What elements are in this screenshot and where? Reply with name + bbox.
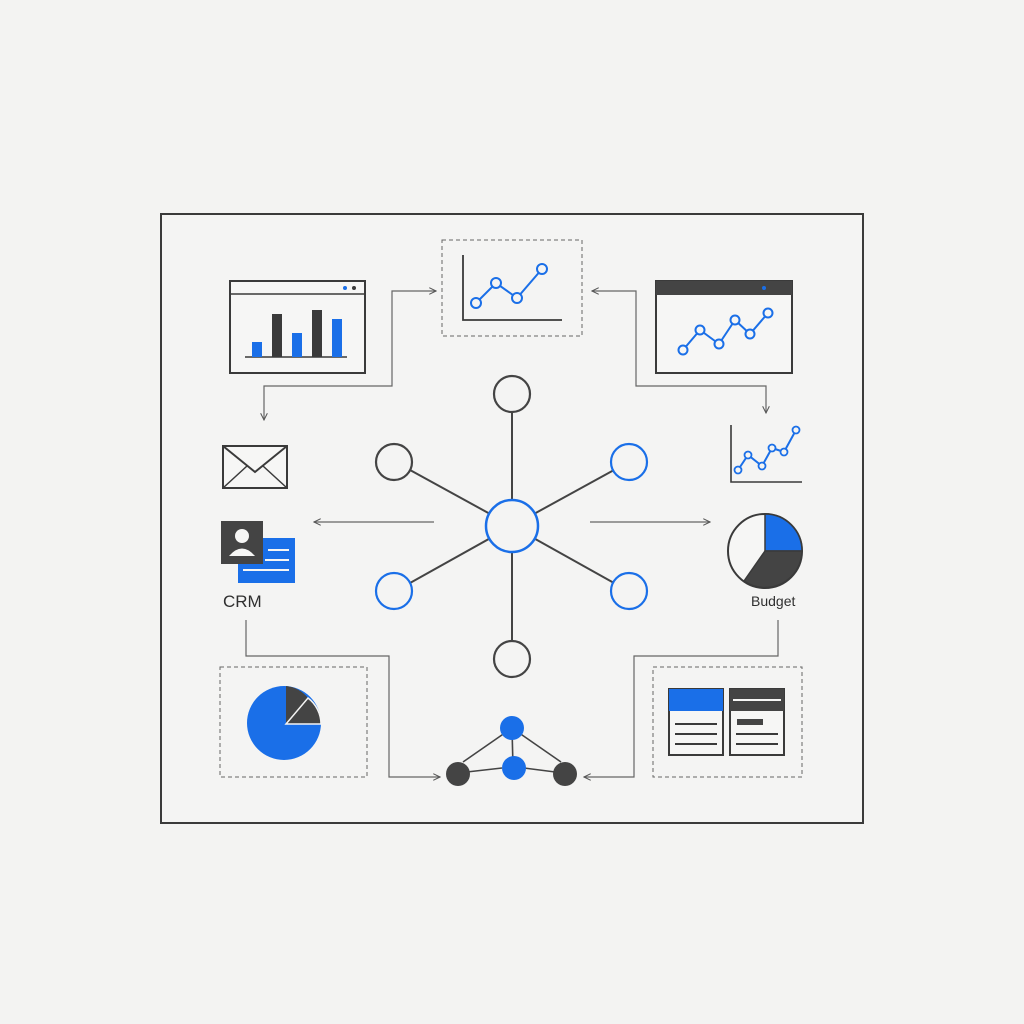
line-chart-icon-right <box>730 425 802 483</box>
hub-node-center <box>484 498 540 554</box>
hub-node-upper-left <box>374 442 414 482</box>
connector-bottom-right <box>584 620 779 777</box>
line-chart-icon-top <box>441 239 583 337</box>
envelope-icon <box>222 445 288 489</box>
bar-chart-window-icon <box>229 280 366 374</box>
network-cluster-icon <box>446 716 577 786</box>
connectors <box>245 291 779 777</box>
hub-node-upper-right <box>609 442 649 482</box>
hub-network-icon <box>374 374 649 679</box>
connector-top-left-to-center <box>391 291 436 372</box>
hub-node-lower-right <box>609 571 649 611</box>
pie-chart-icon-bottom <box>219 666 368 778</box>
hub-node-bottom <box>492 639 532 679</box>
pie-chart-icon-budget <box>727 513 803 589</box>
hub-node-lower-left <box>374 571 414 611</box>
line-chart-window-icon <box>655 280 793 374</box>
crm-contact-card-icon <box>221 521 295 583</box>
connector-top-left-down <box>264 372 393 420</box>
connector-top-right-to-center <box>592 291 637 372</box>
hub-node-top <box>492 374 532 414</box>
connector-top-right-down <box>635 372 766 413</box>
budget-label: Budget <box>751 593 795 609</box>
crm-label: CRM <box>223 592 262 611</box>
documents-icon <box>652 666 803 778</box>
connector-bottom-left <box>245 620 440 777</box>
